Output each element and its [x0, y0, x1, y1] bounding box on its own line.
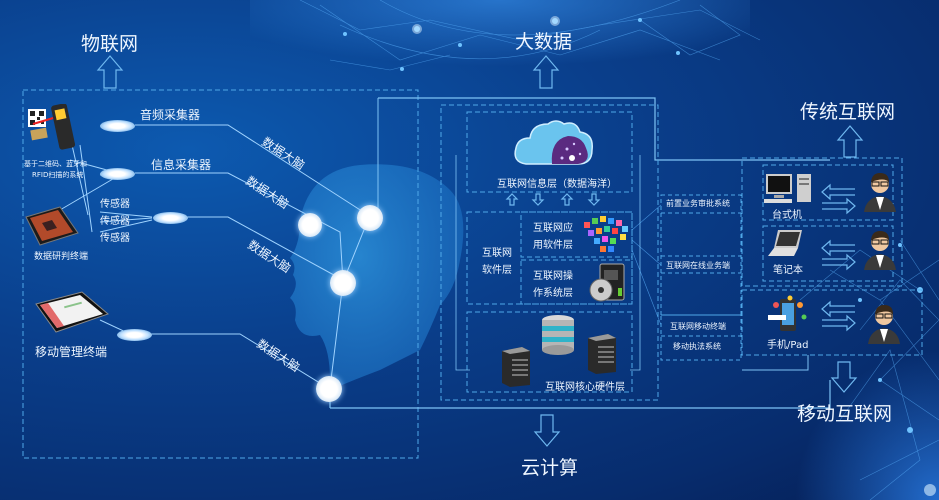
- scanner-caption-line1: 基于二维码、蓝牙和: [24, 160, 87, 168]
- sensor-collector-disc: [153, 212, 188, 224]
- sensor-label-3: 传感器: [100, 233, 130, 244]
- hardware-layer-label: 互联网核心硬件层: [545, 382, 625, 393]
- section-title-cloud-computing: 云计算: [521, 457, 579, 479]
- server-left-icon: [502, 347, 530, 387]
- os-layer-label-line1: 互联网操: [533, 271, 573, 282]
- section-title-traditional-internet: 传统互联网: [800, 101, 896, 123]
- mobile-terminal-tablet-icon: [35, 291, 109, 333]
- business-system-mobile-terminal: 互联网移动终端: [670, 322, 726, 331]
- client-desktop-label: 台式机: [772, 210, 802, 221]
- software-layer-label-line1: 互联网: [482, 248, 512, 259]
- app-icons-cluster-icon: [584, 216, 628, 252]
- app-layer-label-line2: 用软件层: [533, 240, 573, 251]
- software-layer-label-line2: 软件层: [482, 265, 512, 276]
- sensor-label-1: 传感器: [100, 199, 130, 210]
- brain-node-3: [330, 270, 356, 296]
- info-collector-label: 信息采集器: [151, 158, 212, 172]
- brain-node-4: [316, 376, 342, 402]
- business-system-approval: 前置业务审批系统: [666, 199, 730, 208]
- sensor-label-2: 传感器: [100, 216, 130, 227]
- section-title-iot: 物联网: [81, 33, 139, 55]
- business-system-online: 互联网在线业务端: [666, 261, 730, 270]
- database-icon: [542, 315, 574, 355]
- user-avatar-icon-2: [864, 231, 896, 270]
- user-avatar-icon-3: [868, 305, 900, 344]
- brain-node-1: [357, 205, 383, 231]
- section-title-mobile-internet: 移动互联网: [797, 403, 893, 425]
- app-layer-label-line1: 互联网应: [533, 223, 573, 234]
- os-software-box-icon: [589, 263, 625, 302]
- user-avatar-icon-1: [864, 173, 896, 212]
- scanner-caption-line2: RFID扫描的系统: [32, 171, 84, 179]
- arrow-up-traditional: [836, 125, 864, 158]
- business-system-mobile-enforcement: 移动执法系统: [673, 342, 721, 351]
- info-layer-label: 互联网信息层（数据海洋）: [497, 179, 617, 190]
- desktop-computer-icon: [764, 174, 811, 203]
- client-mobile-label: 手机/Pad: [767, 340, 809, 351]
- mobile-phone-icon: [768, 295, 807, 331]
- audio-collector-label: 音频采集器: [140, 108, 201, 122]
- arrow-up-bigdata: [532, 55, 560, 89]
- section-title-big-data: 大数据: [515, 31, 573, 53]
- tablet-terminal-icon: [25, 206, 79, 246]
- client-laptop-label: 笔记本: [773, 265, 803, 276]
- arrow-down-cloud: [533, 414, 561, 447]
- arrow-down-mobile: [830, 361, 858, 393]
- audio-collector-disc: [100, 120, 135, 132]
- os-layer-label-line2: 作系统层: [533, 288, 573, 299]
- arrow-up-iot: [96, 55, 124, 89]
- brain-node-2: [298, 213, 322, 237]
- laptop-icon: [768, 230, 802, 256]
- mobile-terminal-disc: [117, 329, 152, 341]
- data-terminal-label: 数据研判终端: [34, 252, 89, 262]
- cloud-data-icon: [514, 120, 593, 165]
- head-silhouette: [290, 164, 464, 395]
- info-collector-disc: [100, 168, 135, 180]
- barcode-scanner-icon: [28, 104, 76, 150]
- mobile-terminal-label: 移动管理终端: [35, 345, 108, 359]
- server-right-icon: [588, 334, 616, 374]
